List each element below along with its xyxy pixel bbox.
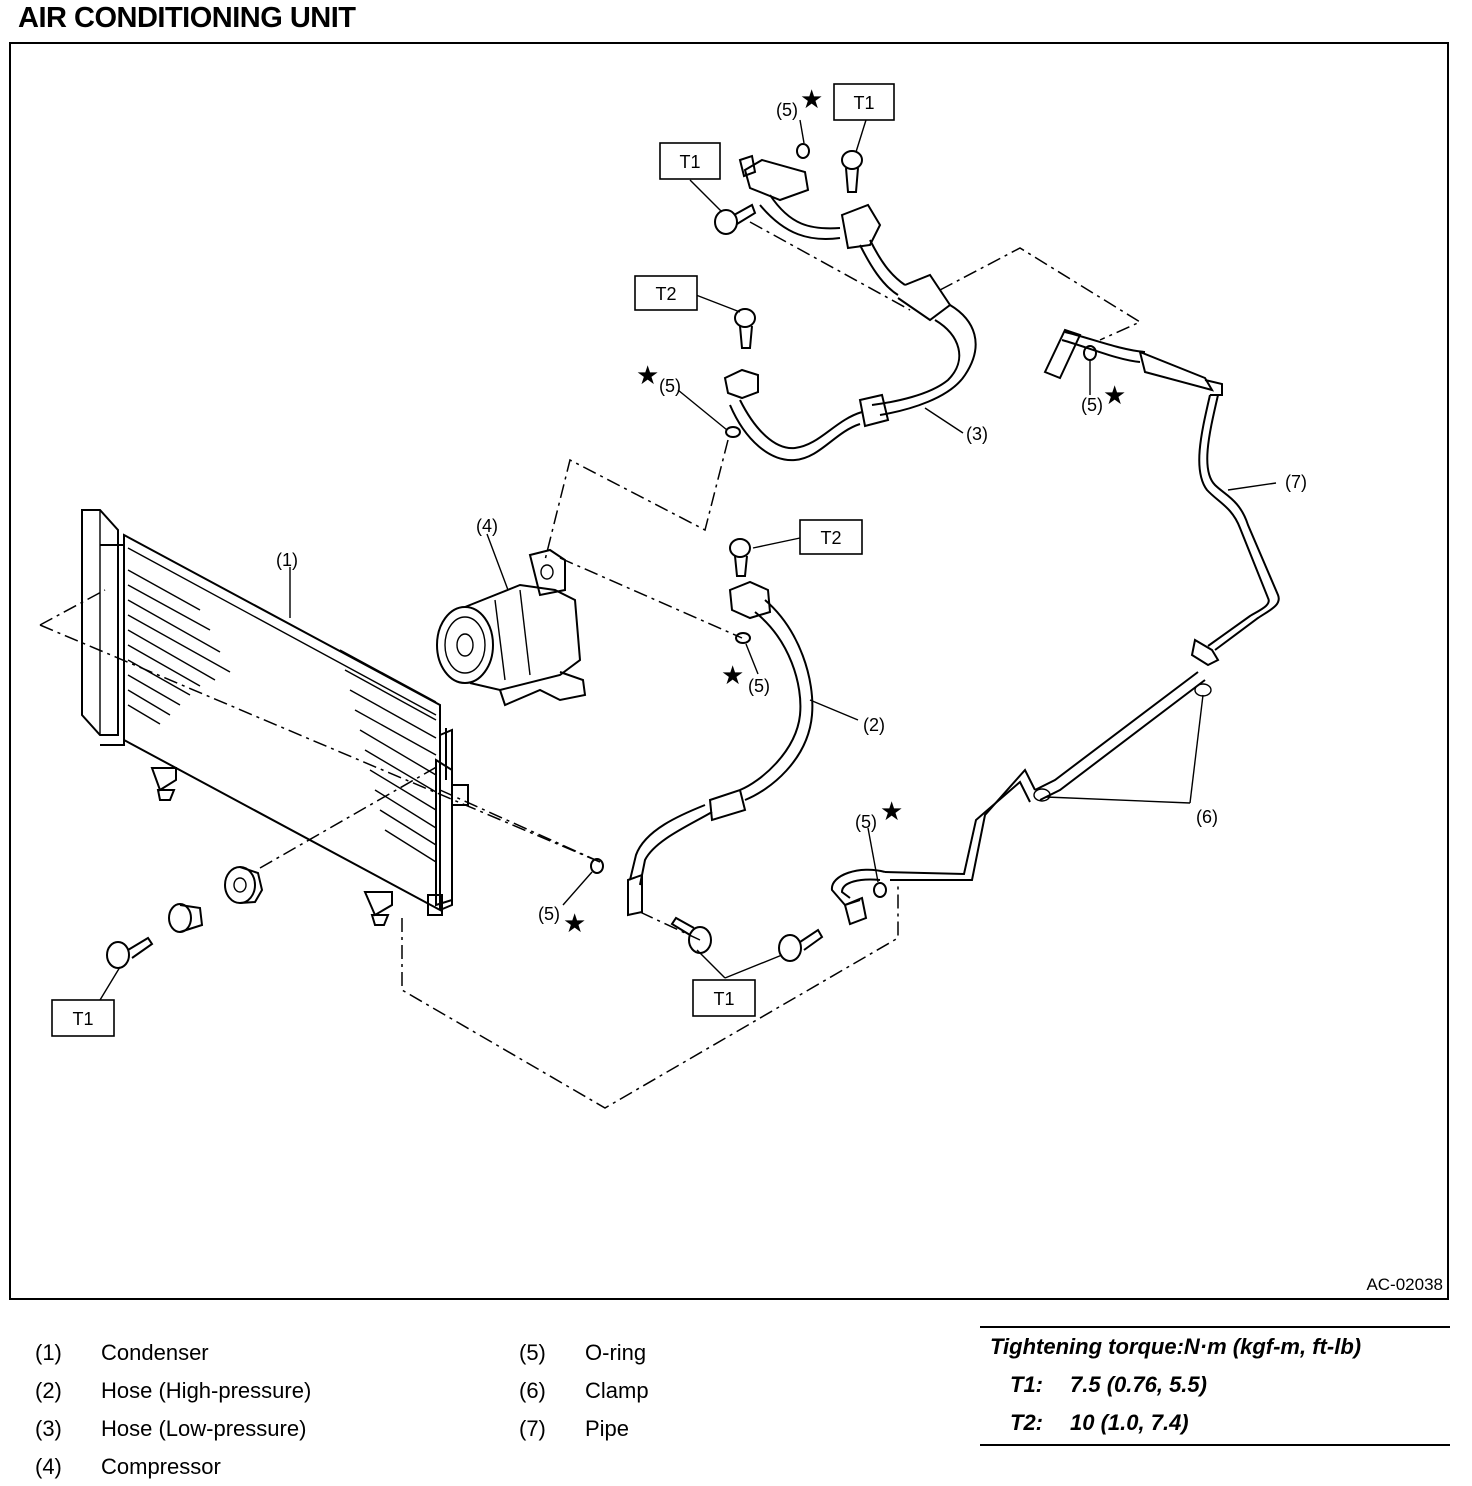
legend-item: (2) Hose (High-pressure): [35, 1372, 311, 1410]
legend-number: (1): [35, 1340, 62, 1365]
clamp-upper: [1190, 638, 1220, 697]
legend-column-left: (1) Condenser (2) Hose (High-pressure) (…: [35, 1334, 311, 1486]
torque-label: T1: [72, 1009, 93, 1029]
legend-number: (4): [35, 1454, 62, 1479]
legend-number: (5): [519, 1340, 546, 1365]
pipe: [830, 328, 1280, 926]
torque-value: 7.5 (0.76, 5.5): [1070, 1372, 1207, 1397]
torque-box-t1-bottom: T1: [692, 979, 756, 1017]
star-mark: ★: [880, 797, 903, 827]
legend-label: Condenser: [101, 1340, 209, 1365]
high-pressure-hose: [627, 580, 814, 917]
bolt-top-left: [714, 203, 757, 235]
condenser-mount-bolt: [106, 936, 154, 969]
star-mark: ★: [636, 361, 659, 391]
legend-label: Compressor: [101, 1454, 221, 1479]
legend-item: (6) Clamp: [519, 1372, 649, 1410]
legend-number: (3): [35, 1416, 62, 1441]
callout-5: (5): [748, 676, 770, 696]
star-mark: ★: [721, 661, 744, 691]
callout-5: (5): [1081, 395, 1103, 415]
callout-6: (6): [1196, 807, 1218, 827]
legend-item: (3) Hose (Low-pressure): [35, 1410, 311, 1448]
legend-column-right: (5) O-ring (6) Clamp (7) Pipe: [519, 1334, 649, 1448]
callout-5: (5): [659, 376, 681, 396]
figure-code: AC-02038: [1366, 1275, 1443, 1294]
torque-label: T2: [820, 528, 841, 548]
bolt-t2-lower: [729, 538, 751, 577]
callout-2: (2): [863, 715, 885, 735]
legend-label: O-ring: [585, 1340, 647, 1365]
torque-label: T2: [655, 284, 676, 304]
bolt-t2-upper: [734, 308, 756, 349]
legend-number: (2): [35, 1378, 62, 1403]
callout-5: (5): [538, 904, 560, 924]
legend-number: (7): [519, 1416, 546, 1441]
legend-label: Hose (Low-pressure): [101, 1416, 307, 1441]
low-pressure-hose: [723, 154, 977, 462]
star-mark: ★: [1103, 381, 1126, 411]
torque-value: 10 (1.0, 7.4): [1070, 1410, 1189, 1435]
torque-box-t2-lower: T2: [799, 519, 863, 555]
legend-label: Hose (High-pressure): [101, 1378, 312, 1403]
torque-key: T2:: [1010, 1410, 1043, 1435]
torque-box-t2-upper: T2: [634, 275, 698, 311]
condenser: [81, 509, 469, 926]
condenser-mount-bushing: [224, 866, 264, 904]
ac-unit-diagram: .ln { fill: none; stroke: #000; stroke-w…: [39, 83, 1307, 1109]
torque-heading: Tightening torque:N·m (kgf-m, ft-lb): [990, 1334, 1362, 1359]
legend-number: (6): [519, 1378, 546, 1403]
page-title: AIR CONDITIONING UNIT: [18, 2, 356, 34]
torque-box-t1-top-left: T1: [659, 142, 721, 180]
legend-item: (7) Pipe: [519, 1410, 649, 1448]
diagram-frame: [9, 42, 1449, 1300]
torque-box-t1-left: T1: [51, 999, 115, 1037]
torque-label: T1: [713, 989, 734, 1009]
torque-row: T1: 7.5 (0.76, 5.5): [980, 1366, 1450, 1404]
assembly-guide-lines: [39, 221, 1142, 1109]
torque-box-t1-top: T1: [833, 83, 895, 121]
legend-item: (5) O-ring: [519, 1334, 649, 1372]
torque-row: T2: 10 (1.0, 7.4): [980, 1404, 1450, 1442]
bolt-lower-b: [778, 928, 824, 962]
legend-item: (4) Compressor: [35, 1448, 311, 1486]
star-mark: ★: [800, 85, 823, 115]
legend-label: Pipe: [585, 1416, 630, 1441]
torque-label: T1: [853, 93, 874, 113]
star-mark: ★: [563, 909, 586, 939]
torque-key: T1:: [1010, 1372, 1043, 1397]
compressor: [436, 548, 587, 707]
leader-lines: [99, 119, 1277, 1001]
torque-table: Tightening torque:N·m (kgf-m, ft-lb) T1:…: [980, 1326, 1450, 1446]
callout-5: (5): [776, 100, 798, 120]
callout-4: (4): [476, 516, 498, 536]
callout-3: (3): [966, 424, 988, 444]
torque-label: T1: [679, 152, 700, 172]
condenser-mount-collar: [168, 903, 204, 933]
callout-5: (5): [855, 812, 877, 832]
callout-1: (1): [276, 550, 298, 570]
bolt-top-center: [841, 150, 863, 193]
legend-item: (1) Condenser: [35, 1334, 311, 1372]
legend-label: Clamp: [585, 1378, 649, 1403]
clamp-lower: [1033, 788, 1051, 802]
callout-7: (7): [1285, 472, 1307, 492]
